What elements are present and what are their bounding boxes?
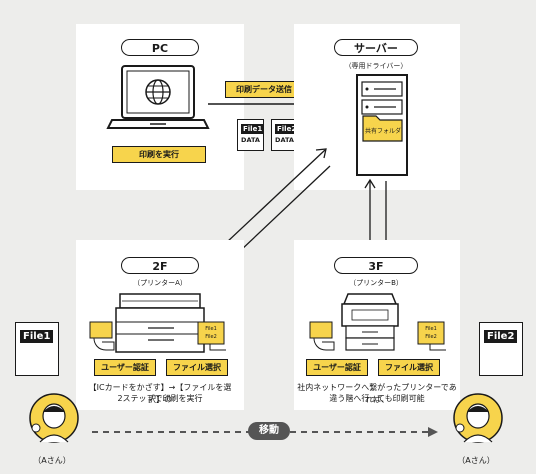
file2-document-icon: File2 DATA	[271, 119, 299, 151]
ic-card-icon	[89, 321, 115, 351]
user-auth-button-3f[interactable]: ユーザー認証	[306, 359, 368, 376]
print-execute-button[interactable]: 印刷を実行	[112, 146, 206, 163]
left-user-avatar	[29, 393, 79, 443]
laptop-icon	[106, 65, 210, 129]
right-user-name: （Aさん）	[457, 456, 495, 465]
ic-card-icon-3f	[309, 321, 335, 351]
shared-folder-label: 共有フォルダ	[364, 128, 401, 135]
floor3-caption-line2: 違う階へ行っても印刷可能	[329, 394, 425, 403]
move-label: 移動	[248, 422, 290, 440]
file-select-button-2f[interactable]: ファイル選択	[166, 359, 228, 376]
file2-sub: DATA	[275, 136, 294, 144]
printer-b-icon	[341, 293, 399, 351]
left-file-label: File1	[20, 330, 54, 343]
right-file-label: File2	[484, 330, 518, 343]
floor3-printer-label: （プリンターB）	[349, 279, 403, 287]
panel3-file2-text: File2	[425, 334, 437, 340]
floor2-caption-line1: 【ICカードをかざす】→【ファイルを選択】の	[88, 383, 232, 404]
touch-panel-icon-3f	[417, 321, 446, 351]
floor3-caption-line1: 社内ネットワークへ繋がったプリンターであれば、	[297, 383, 457, 404]
printer-a-icon	[115, 293, 205, 353]
right-file-document-icon: File2	[479, 322, 523, 376]
left-user-name: （Aさん）	[33, 456, 71, 465]
floor3-title: 3F	[334, 257, 418, 274]
floor2-printer-label: （プリンターA）	[133, 279, 187, 287]
file-select-button-3f[interactable]: ファイル選択	[378, 359, 440, 376]
file1-label: File1	[241, 124, 265, 134]
file1-document-icon: File1 DATA	[237, 119, 265, 151]
user-auth-button-2f[interactable]: ユーザー認証	[94, 359, 156, 376]
touch-panel-icon	[197, 321, 226, 351]
send-data-label: 印刷データ送信	[225, 81, 303, 98]
left-file-document-icon: File1	[15, 322, 59, 376]
panel-file1-text: File1	[205, 326, 217, 332]
folder-icon	[362, 115, 403, 142]
pc-title: PC	[121, 39, 199, 56]
panel3-file1-text: File1	[425, 326, 437, 332]
floor2-caption-line2: 2ステップで印刷を実行	[117, 394, 203, 403]
server-driver-label: （専用ドライバー）	[344, 62, 408, 70]
file2-label: File2	[275, 124, 299, 134]
floor2-title: 2F	[121, 257, 199, 274]
server-title: サーバー	[334, 39, 418, 56]
right-user-avatar	[453, 393, 503, 443]
panel-file2-text: File2	[205, 334, 217, 340]
file1-sub: DATA	[241, 136, 260, 144]
